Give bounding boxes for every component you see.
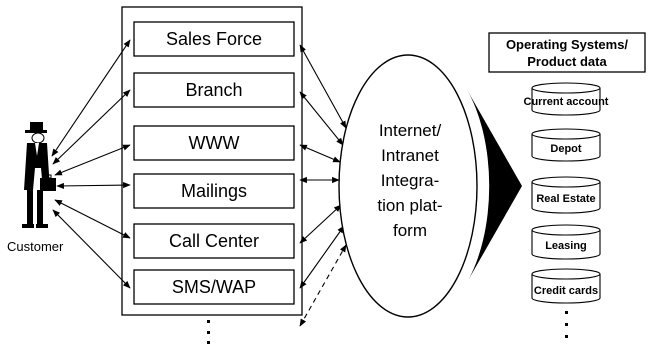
channel-sms-wap: SMS/WAP xyxy=(133,269,295,305)
channel-branch: Branch xyxy=(133,72,295,108)
channel-www: WWW xyxy=(133,125,295,161)
hub-label-line: Intranet xyxy=(381,146,439,165)
hub-label-line: form xyxy=(393,221,427,240)
database-label: Leasing xyxy=(545,240,587,252)
database-credit-cards: Credit cards xyxy=(531,268,601,304)
channel-label: SMS/WAP xyxy=(172,277,256,297)
database-label: Credit cards xyxy=(534,285,598,297)
hub-label-line: Internet/ xyxy=(379,121,442,140)
channel-sales-force: Sales Force xyxy=(133,21,295,57)
database-label: Real Estate xyxy=(536,193,595,205)
channel-label: Branch xyxy=(185,80,242,100)
channel-call-center: Call Center xyxy=(133,223,295,259)
channel-label: Mailings xyxy=(181,181,247,201)
channel-label: WWW xyxy=(189,133,240,153)
database-depot: Depot xyxy=(531,128,601,162)
systems-title-box: Operating Systems/ Product data xyxy=(488,32,646,73)
channel-label: Call Center xyxy=(169,231,259,251)
databases-more-dots xyxy=(565,311,568,338)
database-real-estate: Real Estate xyxy=(531,176,601,214)
systems-title-line: Product data xyxy=(527,54,607,69)
database-label: Depot xyxy=(550,143,582,155)
customer-channel-arrows xyxy=(51,39,131,289)
integration-platform-hub: Internet/ Intranet Integra- tion plat- f… xyxy=(338,54,478,318)
channel-mailings: Mailings xyxy=(133,173,295,209)
channel-hub-arrows xyxy=(299,44,347,327)
database-label: Current account xyxy=(524,96,609,108)
customer-figure-icon xyxy=(22,122,56,228)
customer-label: Customer xyxy=(7,239,64,254)
systems-title-line: Operating Systems/ xyxy=(506,37,628,52)
channel-label: Sales Force xyxy=(166,29,262,49)
database-current-account: Current account xyxy=(524,82,609,116)
hub-label-line: Integra- xyxy=(381,171,440,190)
data-flow-wedge-icon xyxy=(466,88,522,284)
database-leasing: Leasing xyxy=(531,224,601,260)
channels-more-dots xyxy=(207,320,210,344)
hub-label-line: tion plat- xyxy=(377,196,442,215)
